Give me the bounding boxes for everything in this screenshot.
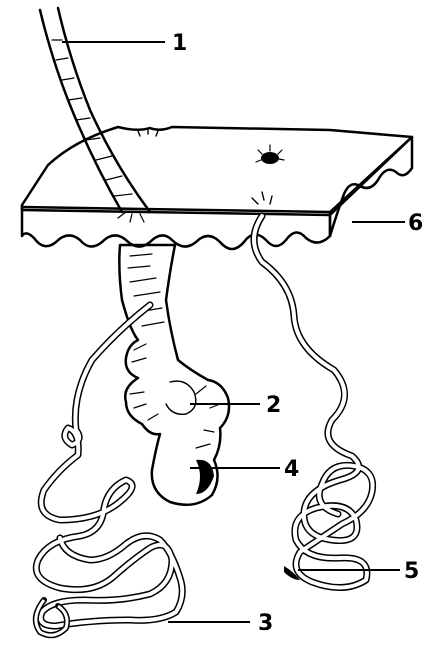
surface-pore — [256, 145, 284, 164]
coiled-tubule-right — [252, 192, 373, 588]
label-6: 6 — [408, 211, 423, 236]
label-3: 3 — [258, 611, 273, 636]
label-1: 1 — [172, 31, 187, 56]
gland-body — [119, 245, 229, 505]
label-4: 4 — [284, 457, 299, 482]
tissue-top-surface — [22, 127, 412, 215]
hair-shaft — [40, 8, 150, 222]
label-2: 2 — [266, 393, 281, 418]
coiled-tubule-left — [36, 305, 182, 635]
label-5: 5 — [404, 559, 419, 584]
gland-duct-tip — [196, 460, 214, 494]
